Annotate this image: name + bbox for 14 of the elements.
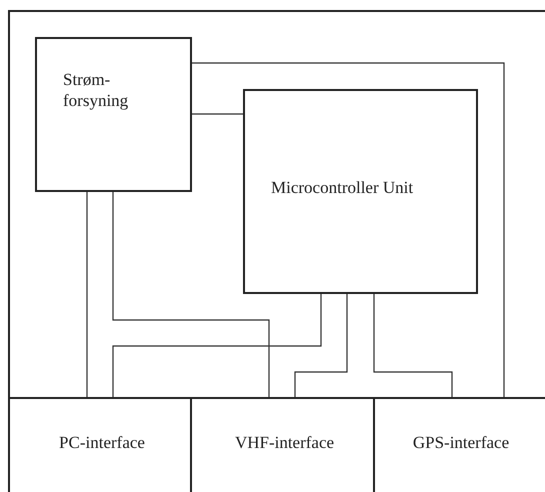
box-label: Strøm- forsyning <box>63 69 130 111</box>
connector-line <box>192 62 505 397</box>
connector-line <box>192 113 243 115</box>
connector-line <box>373 294 453 397</box>
power-supply-box <box>35 37 192 192</box>
connector-line <box>294 294 348 397</box>
connector-line <box>112 294 322 397</box>
box-label: GPS-interface <box>412 432 510 453</box>
connector-line <box>86 192 88 397</box>
microcontroller-box <box>243 89 478 294</box>
box-label: PC-interface <box>58 432 146 453</box>
box-label: VHF-interface <box>234 432 336 453</box>
box-label: Microcontroller Unit <box>271 177 414 198</box>
connector-line <box>112 192 270 397</box>
